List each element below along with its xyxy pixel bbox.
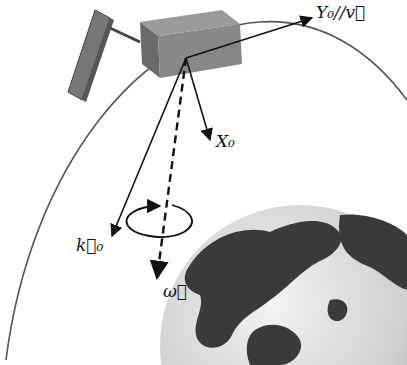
axis-label: ω⃗ [163, 282, 187, 301]
earth [160, 205, 407, 365]
orbit [6, 22, 407, 360]
axes [112, 18, 312, 278]
solar-panel [68, 10, 140, 102]
axis-label: X₀ [216, 132, 235, 151]
axis-label: Y₀//v⃗ [316, 3, 365, 22]
axis-label: k⃗₀ [76, 236, 103, 255]
satellite-body [140, 10, 242, 78]
